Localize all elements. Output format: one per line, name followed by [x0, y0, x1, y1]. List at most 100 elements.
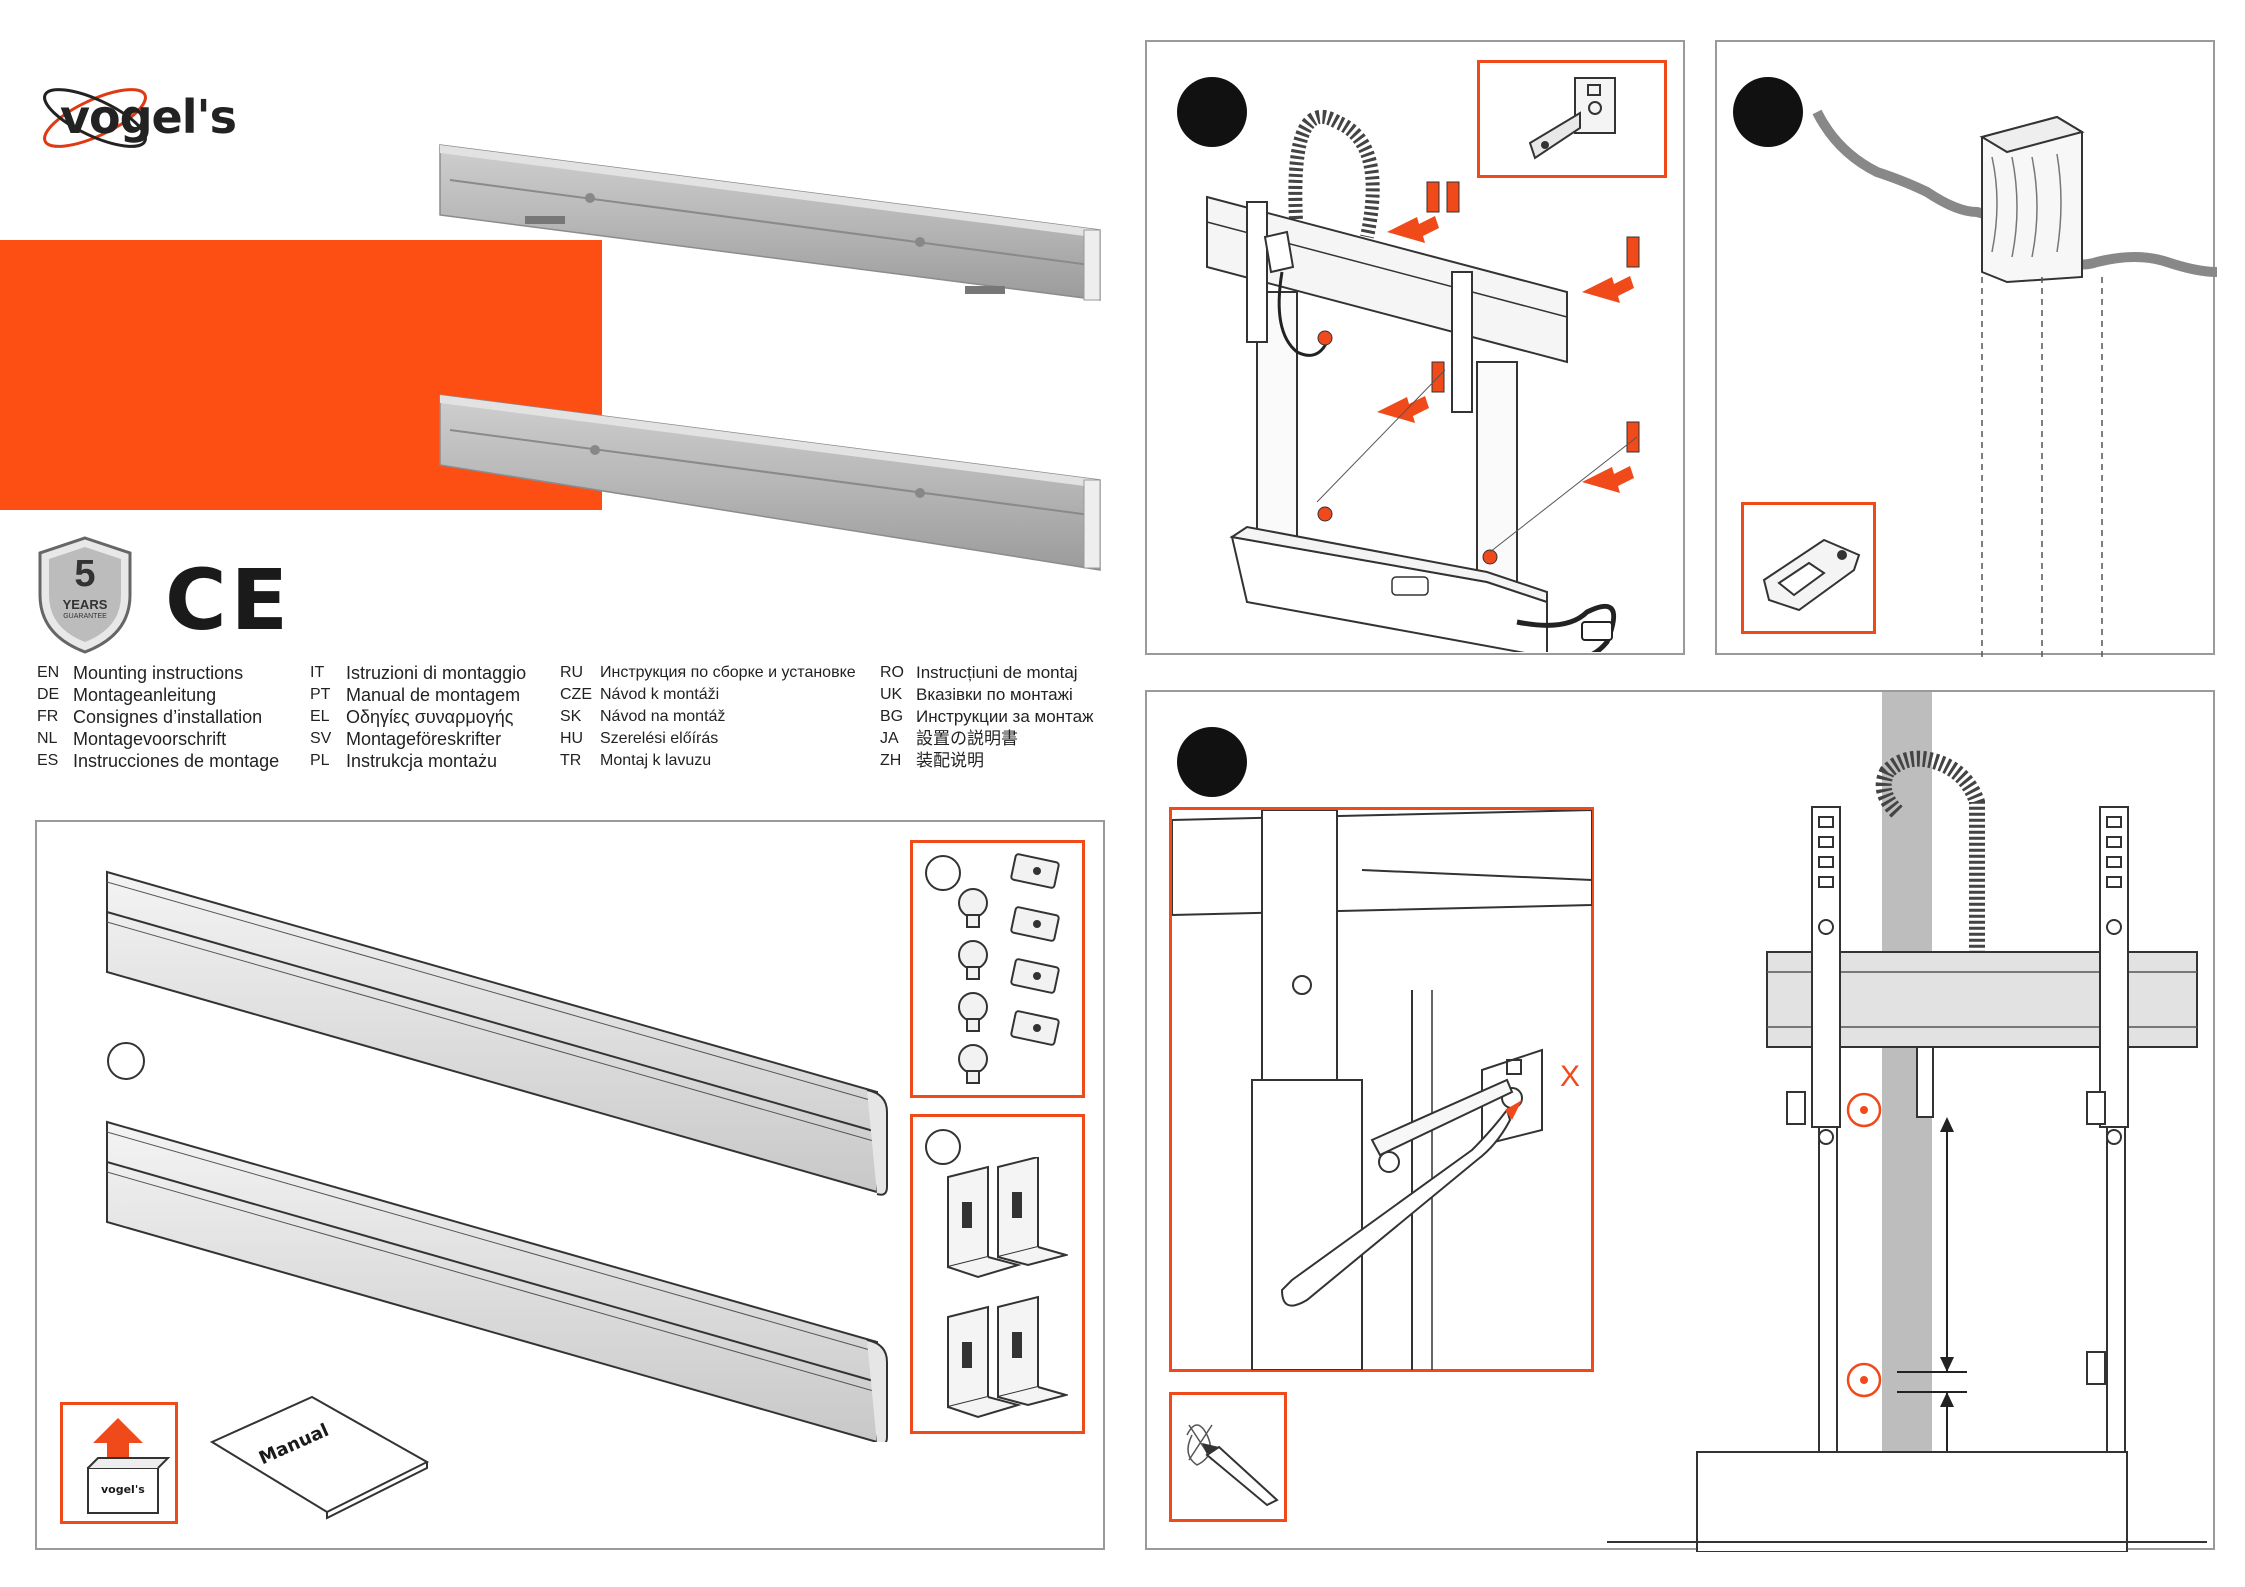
lift-up-arrow-icon: [87, 1418, 171, 1514]
packaging-box: vogel's: [60, 1402, 178, 1524]
marking-detail-illustration: [1172, 810, 1592, 1370]
lang-title: Instrucciones de montage: [73, 751, 280, 771]
hole-mark-x: X: [1560, 1060, 1581, 1093]
lang-code: RU: [560, 664, 584, 681]
stud-finder-box: [1741, 502, 1876, 634]
lang-title: Instrukcja montażu: [346, 751, 498, 771]
warranty-badge: 5 YEARS GUARANTEE: [35, 535, 135, 655]
screw-set-icon: [958, 853, 1060, 1084]
booklet-icon: [209, 1395, 430, 1520]
lang-code: PL: [310, 752, 330, 769]
language-item: BG Инструкции за монтаж: [880, 706, 1093, 728]
lang-title: Montageföreskrifter: [346, 729, 502, 749]
screws-box: [910, 840, 1085, 1098]
lang-title: Návod na montáž: [600, 708, 726, 725]
language-item: RO Instrucțiuni de montaj: [880, 662, 1093, 684]
language-item: SV Montageföreskrifter: [310, 728, 526, 750]
lang-code: PT: [310, 686, 331, 703]
language-item: PT Manual de montagem: [310, 684, 526, 706]
step3-number: [1177, 727, 1247, 797]
language-list-2: IT Istruzioni di montaggio PT Manual de mo…: [310, 662, 526, 772]
brand-name: vogel's: [60, 90, 237, 144]
brand-logo: vogel's: [35, 70, 315, 165]
language-item: NL Montagevoorschrift: [37, 728, 279, 750]
lang-code: EL: [310, 708, 330, 725]
language-item: TR Montaj k lavuzu: [560, 750, 856, 772]
lang-code: FR: [37, 708, 59, 725]
lang-code: ES: [37, 752, 59, 769]
warranty-number: 5: [74, 553, 96, 595]
brand-swoosh-icon: [43, 88, 147, 148]
warranty-years: YEARS: [62, 597, 108, 612]
ce-mark: CE: [165, 551, 293, 649]
lang-code: JA: [880, 730, 899, 747]
lang-code: NL: [37, 730, 58, 747]
lang-title: Montageanleitung: [73, 685, 217, 705]
lang-code: IT: [310, 664, 325, 681]
bracket-detail-icon: [1528, 77, 1616, 160]
lang-title: Инструкции за монтаж: [916, 707, 1094, 726]
lang-title: Instrucțiuni de montaj: [916, 663, 1078, 682]
pencil-mark-box: [1169, 1392, 1287, 1522]
step1-number: [1177, 77, 1247, 147]
stud-finder-icon: [1762, 538, 1861, 612]
language-item: CZE Návod k montáži: [560, 684, 856, 706]
lang-code: RO: [880, 664, 904, 681]
lang-code: DE: [37, 686, 60, 703]
step2-number: [1733, 77, 1803, 147]
language-item: DE Montageanleitung: [37, 684, 279, 706]
language-item: JA 設置の説明書: [880, 728, 1093, 750]
language-list-1: EN Mounting instructions DE Montageanleitu…: [37, 662, 279, 772]
lang-title: Οδηγίες συναρμογής: [346, 707, 514, 727]
packaging-brand: vogel's: [101, 1483, 145, 1496]
language-item: RU Инструкция по сборке и установке: [560, 662, 856, 684]
lang-code: CZE: [560, 686, 592, 703]
wall-stud-illustration: [1812, 109, 2217, 657]
lang-code: ZH: [880, 752, 902, 769]
language-item: EN Mounting instructions: [37, 662, 279, 684]
lang-title: Mounting instructions: [73, 663, 244, 683]
step3-panel: X: [1145, 690, 2215, 1552]
lang-title: Manual de montagem: [346, 685, 521, 705]
language-item: IT Istruzioni di montaggio: [310, 662, 526, 684]
lang-title: Consignes d’installation: [73, 707, 263, 727]
language-item: EL Οδηγίες συναρμογής: [310, 706, 526, 728]
pencil-mark-icon: [1186, 1424, 1279, 1507]
lang-code: UK: [880, 686, 903, 703]
lang-title: 設置の説明書: [916, 729, 1018, 748]
lang-title: Istruzioni di montaggio: [346, 663, 527, 683]
lang-code: EN: [37, 664, 60, 681]
shield-icon: [38, 536, 132, 654]
lang-title: Montaj k lavuzu: [600, 752, 712, 769]
lang-code: HU: [560, 730, 584, 747]
language-item: PL Instrukcja montażu: [310, 750, 526, 772]
lang-code: TR: [560, 752, 582, 769]
language-item: FR Consignes d’installation: [37, 706, 279, 728]
part-b-marker: [925, 855, 961, 891]
step2-panel: [1715, 40, 2217, 657]
mounting-rail-illustration: [1607, 692, 2207, 1552]
hero-rails: [430, 140, 1110, 580]
rail-pair-illustration: [106, 870, 888, 1442]
parts-panel: vogel's Manual: [35, 820, 1105, 1550]
step1-panel: [1145, 40, 1685, 655]
step3-detail-box: X: [1169, 807, 1594, 1372]
part-c-marker: [925, 1129, 961, 1165]
lang-code: SV: [310, 730, 332, 747]
lang-title: Návod k montáži: [600, 686, 720, 703]
warranty-sub: GUARANTEE: [63, 613, 107, 620]
manual-booklet: Manual: [202, 1392, 432, 1522]
stand-assembly-illustration: [1206, 110, 1640, 652]
step1-detail-box: [1477, 60, 1667, 178]
language-item: ES Instrucciones de montage: [37, 750, 279, 772]
lang-code: BG: [880, 708, 904, 725]
lang-title: Szerelési előírás: [600, 730, 719, 747]
part-a-marker: [107, 1042, 145, 1080]
lang-title: Montagevoorschrift: [73, 729, 227, 749]
lang-title: Инструкция по сборке и установке: [600, 664, 856, 681]
clip-set-icon: [947, 1157, 1068, 1419]
